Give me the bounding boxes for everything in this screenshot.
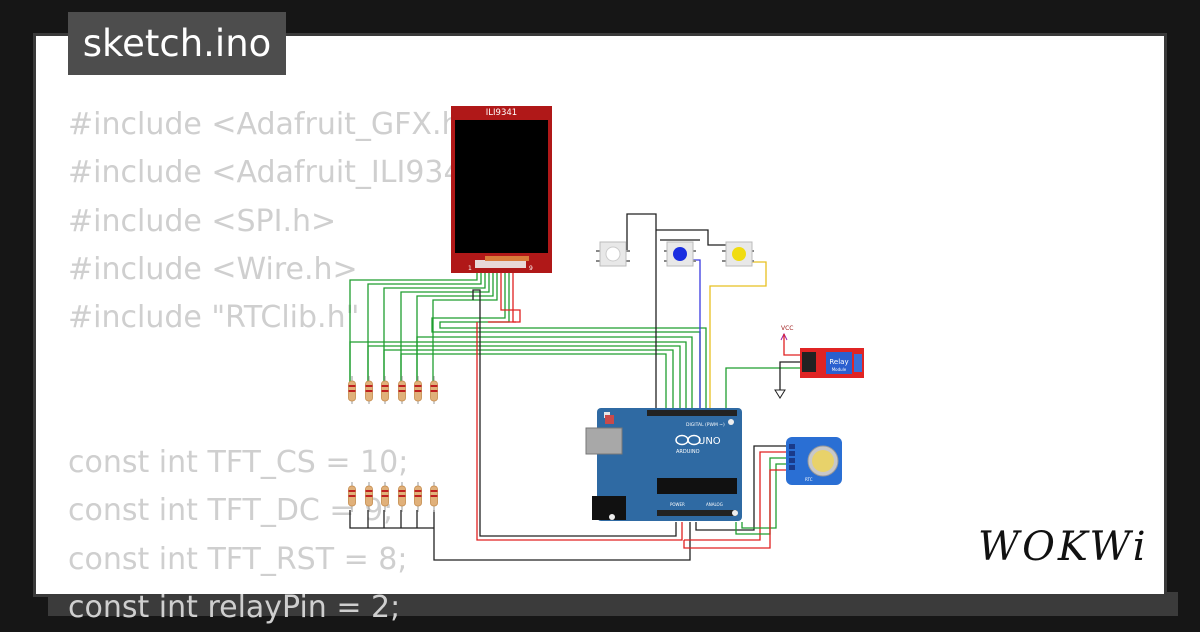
display-pin-last: 9 bbox=[529, 265, 533, 272]
board-analog-label: ANALOG bbox=[706, 502, 723, 507]
relay-sublabel: Module bbox=[832, 367, 847, 372]
file-tab[interactable]: sketch.ino bbox=[68, 12, 286, 75]
display-wires bbox=[349, 268, 707, 541]
resistors-bottom bbox=[348, 482, 438, 512]
display-label: ILI9341 bbox=[486, 108, 517, 118]
resistor-ground-wires bbox=[349, 510, 691, 561]
code-line: const int TFT_DC = 9; bbox=[68, 493, 394, 529]
code-line: const int TFT_RST = 8; bbox=[68, 541, 408, 577]
rtc-module[interactable]: RTC bbox=[786, 437, 842, 485]
rtc-wires bbox=[683, 445, 787, 549]
relay-label: Relay bbox=[829, 358, 848, 366]
pushbutton-white[interactable] bbox=[596, 241, 630, 267]
relay-module[interactable]: Relay Module bbox=[800, 348, 864, 378]
arduino-uno[interactable]: DIGITAL (PWM ~) UNO ARDUINO POWER ANALOG bbox=[585, 408, 742, 521]
wokwi-logo: WOKWi bbox=[978, 524, 1149, 570]
code-line: const int TFT_CS = 10; bbox=[68, 445, 409, 481]
ili9341-display[interactable]: ILI9341 1 9 bbox=[451, 106, 552, 273]
board-brand: ARDUINO bbox=[676, 449, 700, 455]
rtc-label: RTC bbox=[805, 477, 813, 482]
board-header-label: DIGITAL (PWM ~) bbox=[686, 422, 725, 428]
code-line: #include "RTClib.h" bbox=[68, 300, 360, 336]
code-preview: #include <Adafruit_GFX.h> #include <Adaf… bbox=[68, 101, 535, 632]
resistors-top bbox=[348, 376, 438, 404]
display-pin-first: 1 bbox=[468, 265, 472, 272]
code-line: #include <SPI.h> bbox=[68, 203, 337, 239]
code-line: #include <Adafruit_GFX.h> bbox=[68, 107, 486, 142]
code-line: #include <Wire.h> bbox=[68, 251, 358, 287]
board-power-label: POWER bbox=[670, 502, 685, 507]
pushbutton-blue[interactable] bbox=[664, 241, 696, 267]
button-wires bbox=[626, 213, 800, 412]
code-line: const int relayPin = 2; bbox=[68, 589, 401, 625]
pushbutton-yellow[interactable] bbox=[722, 241, 754, 267]
board-model: UNO bbox=[698, 436, 721, 447]
relay-vcc-ground: VCC bbox=[774, 325, 800, 399]
vcc-label: VCC bbox=[781, 325, 793, 332]
